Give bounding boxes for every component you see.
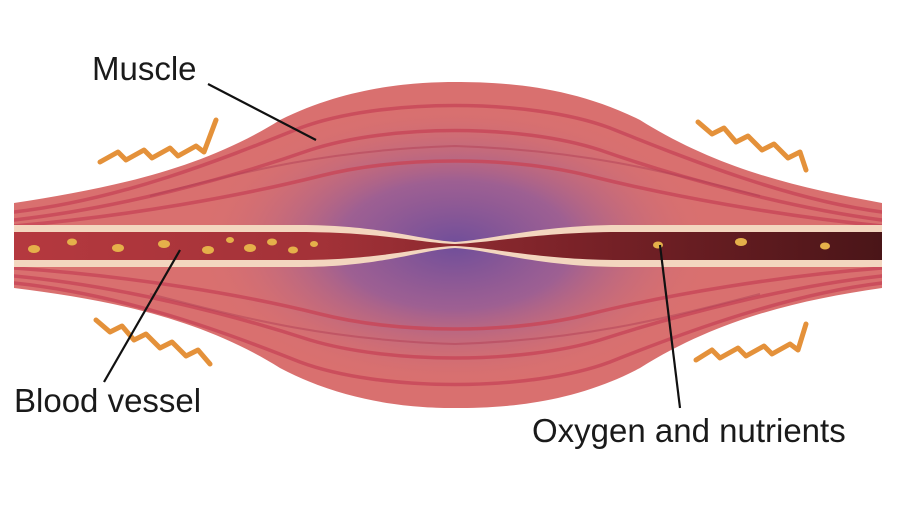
motion-line-top-right (695, 119, 809, 173)
label-muscle: Muscle (92, 50, 197, 87)
motion-line-bottom-left (93, 317, 213, 367)
label-blood-vessel: Blood vessel (14, 382, 202, 419)
nutrient-particles (28, 237, 830, 254)
motion-line-top-left (97, 117, 219, 165)
leader-line-vessel (103, 249, 181, 383)
leader-lines (103, 83, 682, 409)
leader-line-oxygen (658, 244, 682, 409)
label-oxygen-and-nutrients: Oxygen and nutrients (532, 412, 846, 449)
blood-vessel (14, 225, 882, 267)
leader-line-muscle (207, 83, 317, 141)
motion-lines (93, 117, 809, 367)
motion-line-bottom-right (693, 321, 809, 363)
